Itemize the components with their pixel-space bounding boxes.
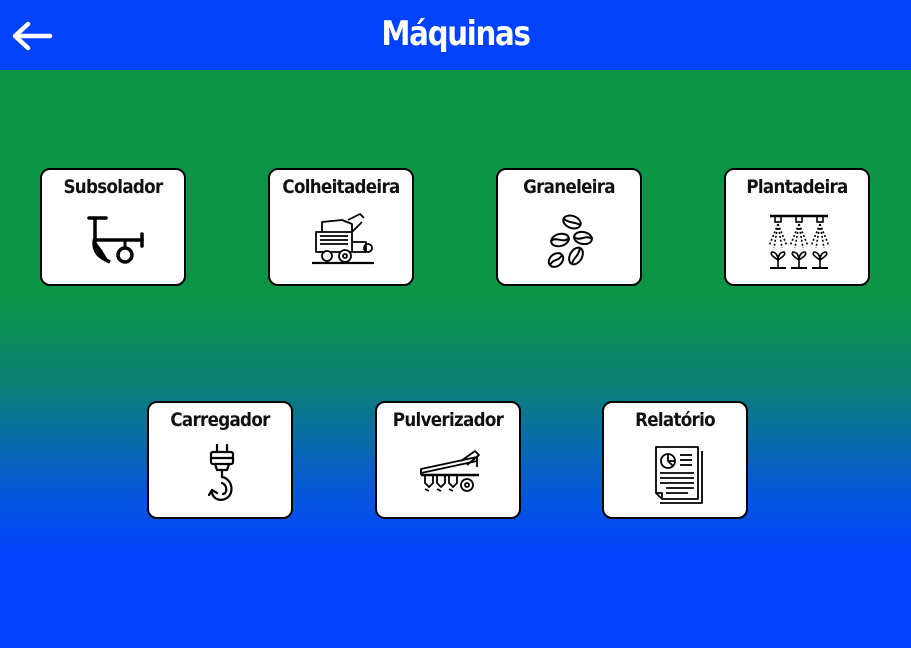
card-pulverizador[interactable]: Pulverizador xyxy=(375,401,521,519)
sprayer-icon xyxy=(420,450,480,492)
card-relatorio[interactable]: Relatório xyxy=(602,401,748,519)
card-label: Plantadeira xyxy=(746,176,848,198)
card-colheitadeira[interactable]: Colheitadeira xyxy=(268,168,414,286)
card-graneleira[interactable]: Graneleira xyxy=(496,168,642,286)
report-icon xyxy=(655,446,703,504)
card-carregador[interactable]: Carregador xyxy=(147,401,293,519)
card-label: Pulverizador xyxy=(392,409,504,431)
card-label: Carregador xyxy=(170,409,270,431)
harvester-icon xyxy=(312,213,374,265)
back-button[interactable] xyxy=(10,18,54,54)
card-label: Subsolador xyxy=(63,176,163,198)
arrow-left-icon xyxy=(12,21,53,51)
page-title: Máquinas xyxy=(381,14,531,54)
card-subsolador[interactable]: Subsolador xyxy=(40,168,186,286)
grain-icon xyxy=(547,214,593,268)
card-plantadeira[interactable]: Plantadeira xyxy=(724,168,870,286)
card-label: Graneleira xyxy=(523,176,615,198)
card-label: Colheitadeira xyxy=(282,176,400,198)
crane-hook-icon xyxy=(207,443,235,501)
app-header: Máquinas xyxy=(0,0,911,70)
subsoiler-icon xyxy=(87,216,144,264)
planter-icon xyxy=(768,214,830,269)
card-label: Relatório xyxy=(635,409,716,431)
